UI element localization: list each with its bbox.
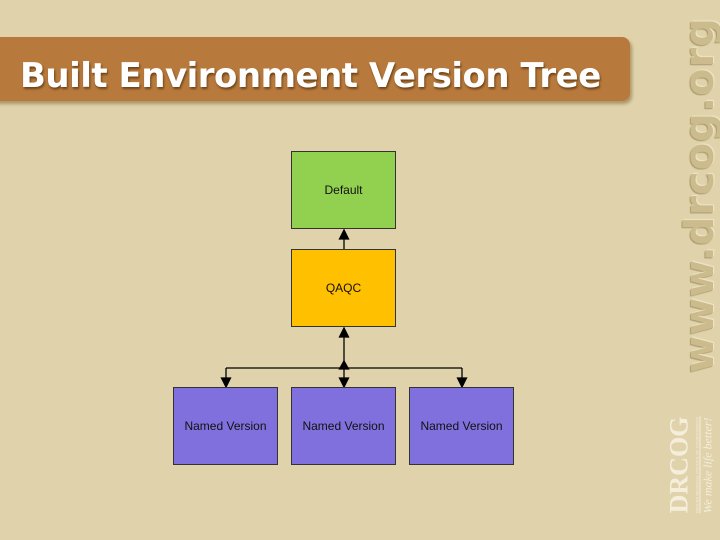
node-label: Default bbox=[324, 183, 363, 197]
node-label: Named Version bbox=[420, 419, 503, 433]
node-default: Default bbox=[291, 151, 396, 229]
node-label: Named Version bbox=[302, 419, 385, 433]
node-label: QAQC bbox=[325, 281, 362, 295]
node-named-version-2: Named Version bbox=[291, 387, 396, 465]
node-qaqc: QAQC bbox=[291, 249, 396, 327]
logo-subtitle: DENVER REGIONAL COUNCIL OF GOVERNMENTS bbox=[694, 417, 700, 514]
logo-tagline: We make life better! bbox=[699, 416, 716, 514]
arrowhead bbox=[338, 228, 350, 240]
arrowhead bbox=[338, 377, 350, 389]
node-label: Named Version bbox=[184, 419, 267, 433]
node-named-version-1: Named Version bbox=[173, 387, 278, 465]
drcog-logo: DRCOG DENVER REGIONAL COUNCIL OF GOVERNM… bbox=[660, 395, 720, 535]
arrowhead bbox=[220, 377, 232, 389]
arrowhead bbox=[456, 377, 468, 389]
arrowhead bbox=[338, 326, 350, 338]
node-named-version-3: Named Version bbox=[409, 387, 514, 465]
logo-name: DRCOG bbox=[664, 416, 694, 514]
slide-title: Built Environment Version Tree bbox=[20, 56, 601, 96]
title-bar bbox=[0, 37, 630, 101]
